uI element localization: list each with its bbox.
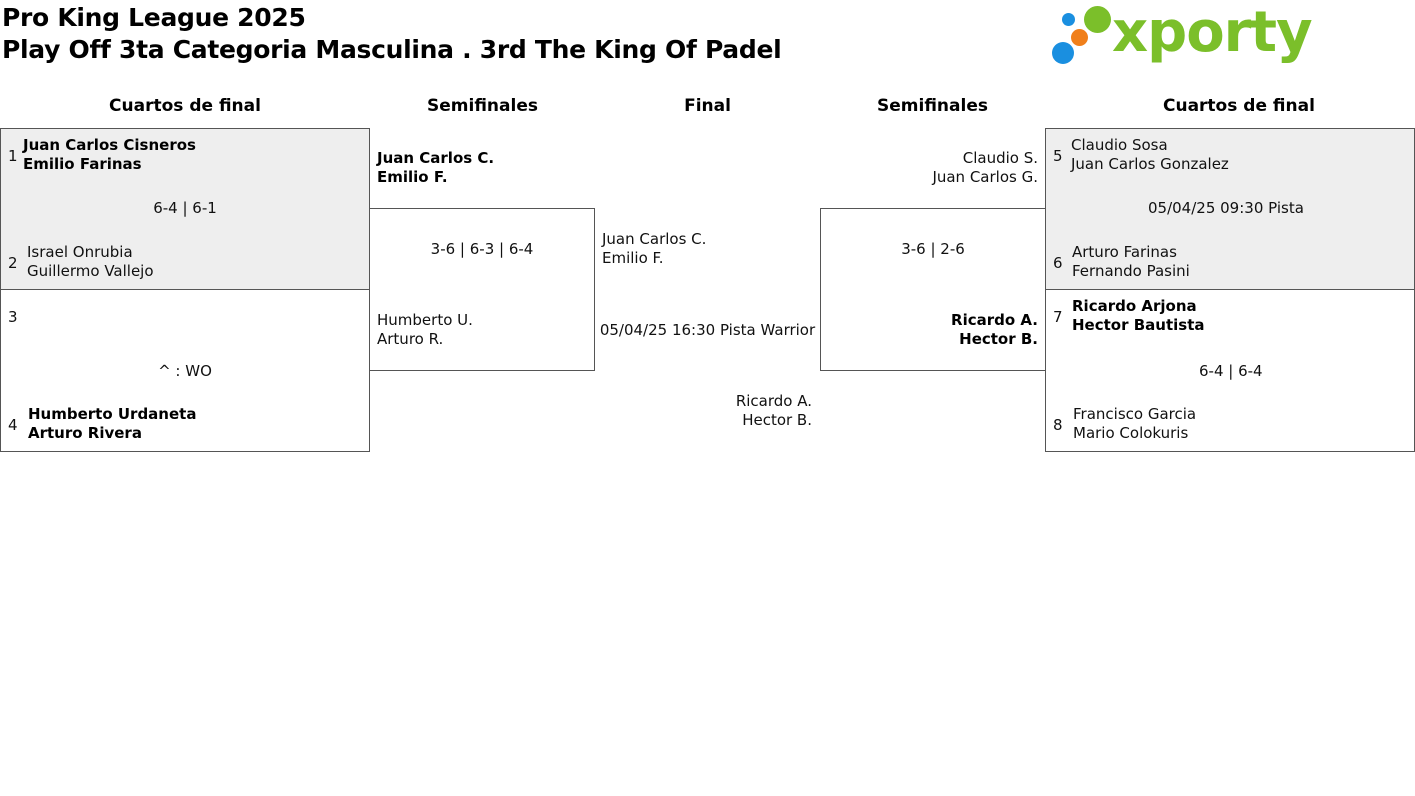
team: Francisco Garcia Mario Colokuris bbox=[1073, 405, 1196, 443]
final-team-bottom: Ricardo A. Hector B. bbox=[595, 392, 812, 430]
logo-text: xporty bbox=[1112, 0, 1313, 65]
xporty-logo[interactable]: xporty bbox=[1050, 4, 1313, 66]
player-name: Mario Colokuris bbox=[1073, 424, 1189, 442]
player-name: Claudio S. bbox=[962, 149, 1038, 167]
player-name: Juan Carlos C. bbox=[602, 230, 707, 248]
player-name: Claudio Sosa bbox=[1071, 136, 1168, 154]
seed-number: 3 bbox=[8, 308, 18, 326]
semi-right-team-top: Claudio S. Juan Carlos G. bbox=[820, 149, 1038, 187]
match-qf-left-1[interactable]: 1 Juan Carlos Cisneros Emilio Farinas 6-… bbox=[0, 128, 370, 290]
player-name: Ricardo A. bbox=[951, 311, 1038, 329]
final-schedule[interactable]: 05/04/25 16:30 Pista Warrior bbox=[599, 321, 816, 339]
final-team-top: Juan Carlos C. Emilio F. bbox=[602, 230, 706, 268]
player-name: Emilio F. bbox=[602, 249, 664, 267]
player-name: Ricardo A. bbox=[735, 392, 812, 410]
team-winner: Ricardo Arjona Hector Bautista bbox=[1072, 297, 1204, 335]
seed-number: 6 bbox=[1053, 254, 1063, 272]
team: Israel Onrubia Guillermo Vallejo bbox=[27, 243, 154, 281]
team: Humberto U. Arturo R. bbox=[377, 311, 473, 349]
player-name: Hector B. bbox=[959, 330, 1038, 348]
col-head-final: Final bbox=[684, 96, 731, 116]
page-title: Pro King League 2025 bbox=[2, 3, 306, 32]
seed-number: 7 bbox=[1053, 308, 1063, 326]
match-score: ^ : WO bbox=[158, 362, 212, 380]
team-winner: Humberto Urdaneta Arturo Rivera bbox=[28, 405, 196, 443]
player-name: Juan Carlos G. bbox=[932, 168, 1038, 186]
player-name: Humberto U. bbox=[377, 311, 473, 329]
col-head-quarters-left: Cuartos de final bbox=[109, 96, 261, 116]
match-score: 6-4 | 6-4 bbox=[1199, 362, 1263, 380]
match-qf-right-2[interactable]: 7 Ricardo Arjona Hector Bautista 6-4 | 6… bbox=[1045, 289, 1415, 452]
col-head-semis-right: Semifinales bbox=[877, 96, 988, 116]
logo-dot-green-large bbox=[1084, 6, 1111, 33]
col-head-quarters-right: Cuartos de final bbox=[1163, 96, 1315, 116]
match-score: 3-6 | 2-6 bbox=[901, 240, 965, 258]
seed-number: 4 bbox=[8, 416, 18, 434]
logo-dot-blue-small bbox=[1062, 13, 1075, 26]
col-head-semis-left: Semifinales bbox=[427, 96, 538, 116]
match-semi-right[interactable]: 3-6 | 2-6 Ricardo A. Hector B. bbox=[820, 208, 1046, 371]
team-winner: Juan Carlos Cisneros Emilio Farinas bbox=[23, 136, 196, 174]
seed-number: 1 bbox=[8, 147, 18, 165]
player-name: Israel Onrubia bbox=[27, 243, 133, 261]
match-qf-left-2[interactable]: 3 ^ : WO 4 Humberto Urdaneta Arturo Rive… bbox=[0, 289, 370, 452]
player-name: Hector Bautista bbox=[1072, 316, 1205, 334]
team-winner: Ricardo A. Hector B. bbox=[821, 311, 1038, 349]
seed-number: 2 bbox=[8, 254, 18, 272]
match-qf-right-1[interactable]: 5 Claudio Sosa Juan Carlos Gonzalez 05/0… bbox=[1045, 128, 1415, 290]
quarters-right-clip: 5 Claudio Sosa Juan Carlos Gonzalez 05/0… bbox=[1045, 128, 1415, 458]
team: Claudio Sosa Juan Carlos Gonzalez bbox=[1071, 136, 1229, 174]
player-name: Juan Carlos Gonzalez bbox=[1071, 155, 1229, 173]
match-schedule: 05/04/25 09:30 Pista bbox=[1148, 199, 1304, 217]
player-name: Francisco Garcia bbox=[1073, 405, 1197, 423]
page-subtitle: Play Off 3ta Categoria Masculina . 3rd T… bbox=[2, 35, 782, 64]
logo-dot-orange bbox=[1071, 29, 1088, 46]
player-name: Guillermo Vallejo bbox=[27, 262, 154, 280]
match-score: 3-6 | 6-3 | 6-4 bbox=[430, 240, 534, 258]
player-name: Arturo Farinas bbox=[1072, 243, 1177, 261]
player-name: Emilio Farinas bbox=[23, 155, 142, 173]
match-semi-left[interactable]: 3-6 | 6-3 | 6-4 Humberto U. Arturo R. bbox=[369, 208, 595, 371]
team: Arturo Farinas Fernando Pasini bbox=[1072, 243, 1190, 281]
player-name: Juan Carlos C. bbox=[377, 149, 495, 167]
seed-number: 5 bbox=[1053, 147, 1063, 165]
player-name: Arturo Rivera bbox=[28, 424, 142, 442]
match-score: 6-4 | 6-1 bbox=[153, 199, 217, 217]
player-name: Hector B. bbox=[742, 411, 812, 429]
seed-number: 8 bbox=[1053, 416, 1063, 434]
semi-left-team-top: Juan Carlos C. Emilio F. bbox=[377, 149, 494, 187]
player-name: Juan Carlos Cisneros bbox=[23, 136, 196, 154]
player-name: Emilio F. bbox=[377, 168, 448, 186]
player-name: Humberto Urdaneta bbox=[28, 405, 197, 423]
logo-dot-blue-large bbox=[1052, 42, 1074, 64]
player-name: Fernando Pasini bbox=[1072, 262, 1190, 280]
player-name: Arturo R. bbox=[377, 330, 444, 348]
player-name: Ricardo Arjona bbox=[1072, 297, 1197, 315]
